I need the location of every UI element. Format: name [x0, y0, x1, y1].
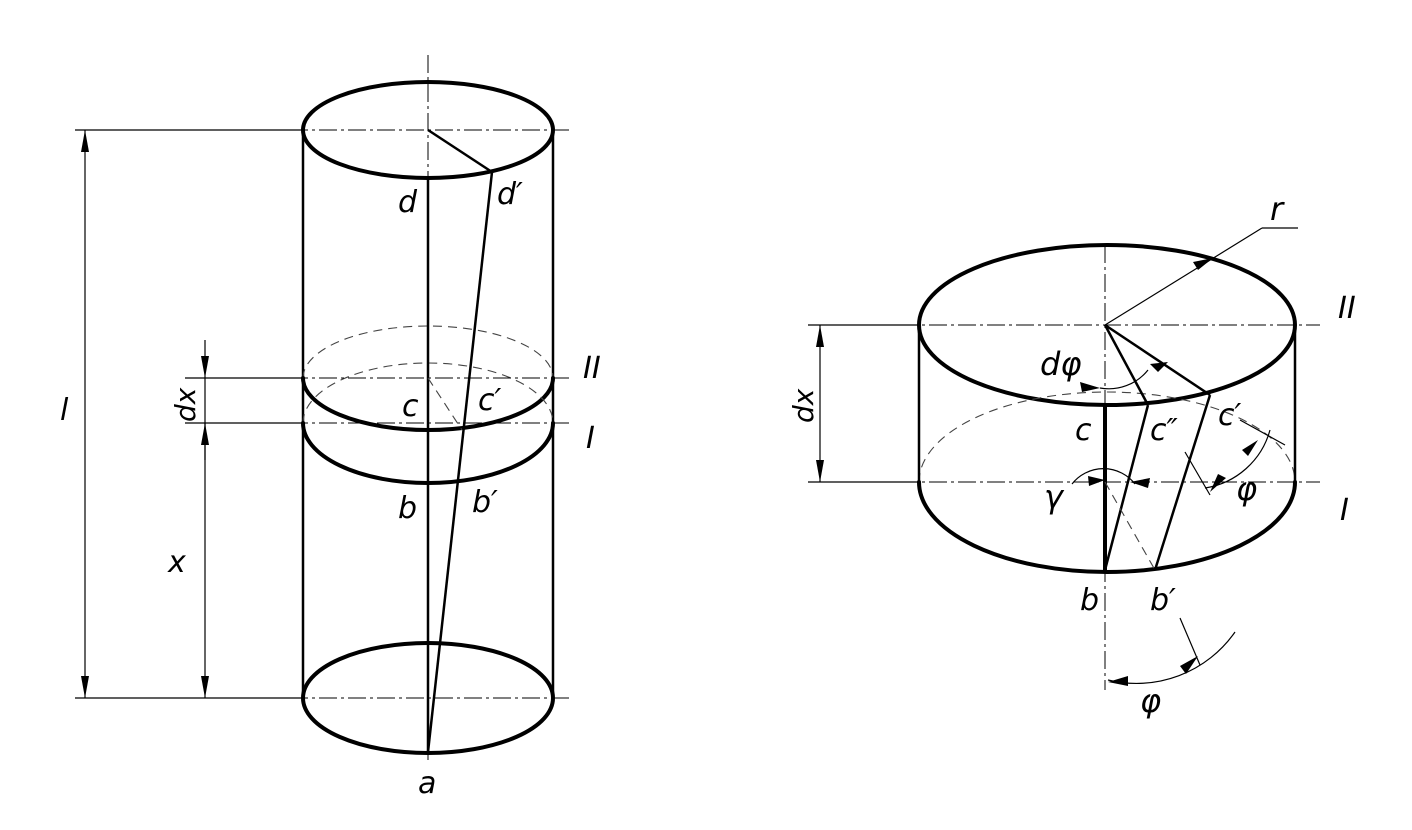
- arrow-d-phi: [1150, 362, 1168, 372]
- arrow-phi-side-1: [1210, 474, 1226, 492]
- twisted-generator-ad-prime: [426, 171, 494, 753]
- arrow-gamma-right: [1130, 478, 1150, 488]
- label-gamma: γ: [1044, 478, 1065, 516]
- bottom-radius-dashed: [1104, 481, 1156, 571]
- arrow-d-phi-2: [1080, 382, 1100, 392]
- label-disk-section-i: I: [1340, 493, 1349, 528]
- phi-bottom-ext: [1179, 617, 1201, 666]
- label-d: d: [398, 185, 418, 220]
- label-disk-c-prime: c′: [1218, 398, 1241, 433]
- label-c-prime: c′: [478, 383, 501, 418]
- label-disk-section-ii: II: [1338, 291, 1356, 326]
- phi-bottom-arc: [1107, 631, 1236, 685]
- disk-bottom-back: [918, 391, 1296, 483]
- phi-side-ext-1: [1184, 451, 1211, 496]
- arrow-disk-dx-top: [816, 325, 824, 347]
- right-disk-figure: r II I dx dφ c c″ c′ γ φ b b′ φ: [787, 190, 1356, 720]
- label-disk-dx: dx: [787, 388, 820, 423]
- disk-bottom-front: [917, 480, 1297, 574]
- arrow-l-bottom: [81, 676, 89, 698]
- label-disk-b: b: [1080, 583, 1099, 618]
- d-phi-arc: [1099, 369, 1149, 390]
- label-x: x: [167, 545, 186, 580]
- label-phi-bottom: φ: [1140, 682, 1161, 720]
- label-l: l: [60, 393, 69, 428]
- phi-side-ext-2: [1239, 419, 1286, 446]
- arrow-gamma-left: [1088, 476, 1105, 486]
- arrow-radius: [1193, 258, 1213, 270]
- arrow-phi-side-2: [1242, 440, 1258, 456]
- disk-line-b-c-double-prime: [1103, 404, 1150, 571]
- radius-to-c-prime: [1104, 323, 1211, 397]
- radius-to-c-double-prime: [1103, 324, 1150, 406]
- radius-leader: [1104, 227, 1263, 326]
- label-d-prime: d′: [497, 177, 523, 212]
- gamma-arc: [1071, 468, 1136, 485]
- label-phi-side: φ: [1236, 470, 1257, 508]
- label-b-prime: b′: [472, 485, 498, 520]
- section-radius-dashed: [427, 377, 463, 431]
- label-c-double-prime: c″: [1150, 413, 1178, 448]
- arrow-phi-bottom-left: [1108, 676, 1128, 686]
- label-section-ii: II: [583, 351, 601, 386]
- label-dx: dx: [169, 387, 202, 422]
- label-b: b: [398, 491, 417, 526]
- label-c: c: [402, 389, 419, 424]
- top-radius-line: [427, 128, 493, 174]
- arrow-x-bottom: [201, 676, 209, 698]
- label-r: r: [1270, 190, 1285, 228]
- section-ii-back: [302, 325, 554, 379]
- left-cylinder-figure: l dx x d d′ c c′ b b′ a II I: [60, 55, 601, 801]
- label-a: a: [418, 766, 436, 801]
- label-disk-b-prime: b′: [1150, 583, 1176, 618]
- arrow-dx-top: [201, 356, 209, 378]
- arrow-l-top: [81, 130, 89, 152]
- label-disk-c: c: [1075, 413, 1092, 448]
- arrow-disk-dx-bottom: [816, 460, 824, 482]
- label-d-phi: dφ: [1040, 345, 1081, 383]
- label-section-i: I: [586, 421, 595, 456]
- section-i-back: [302, 362, 554, 424]
- arrow-phi-bottom-right: [1180, 656, 1198, 674]
- disk-line-b-prime-c-prime: [1153, 394, 1212, 571]
